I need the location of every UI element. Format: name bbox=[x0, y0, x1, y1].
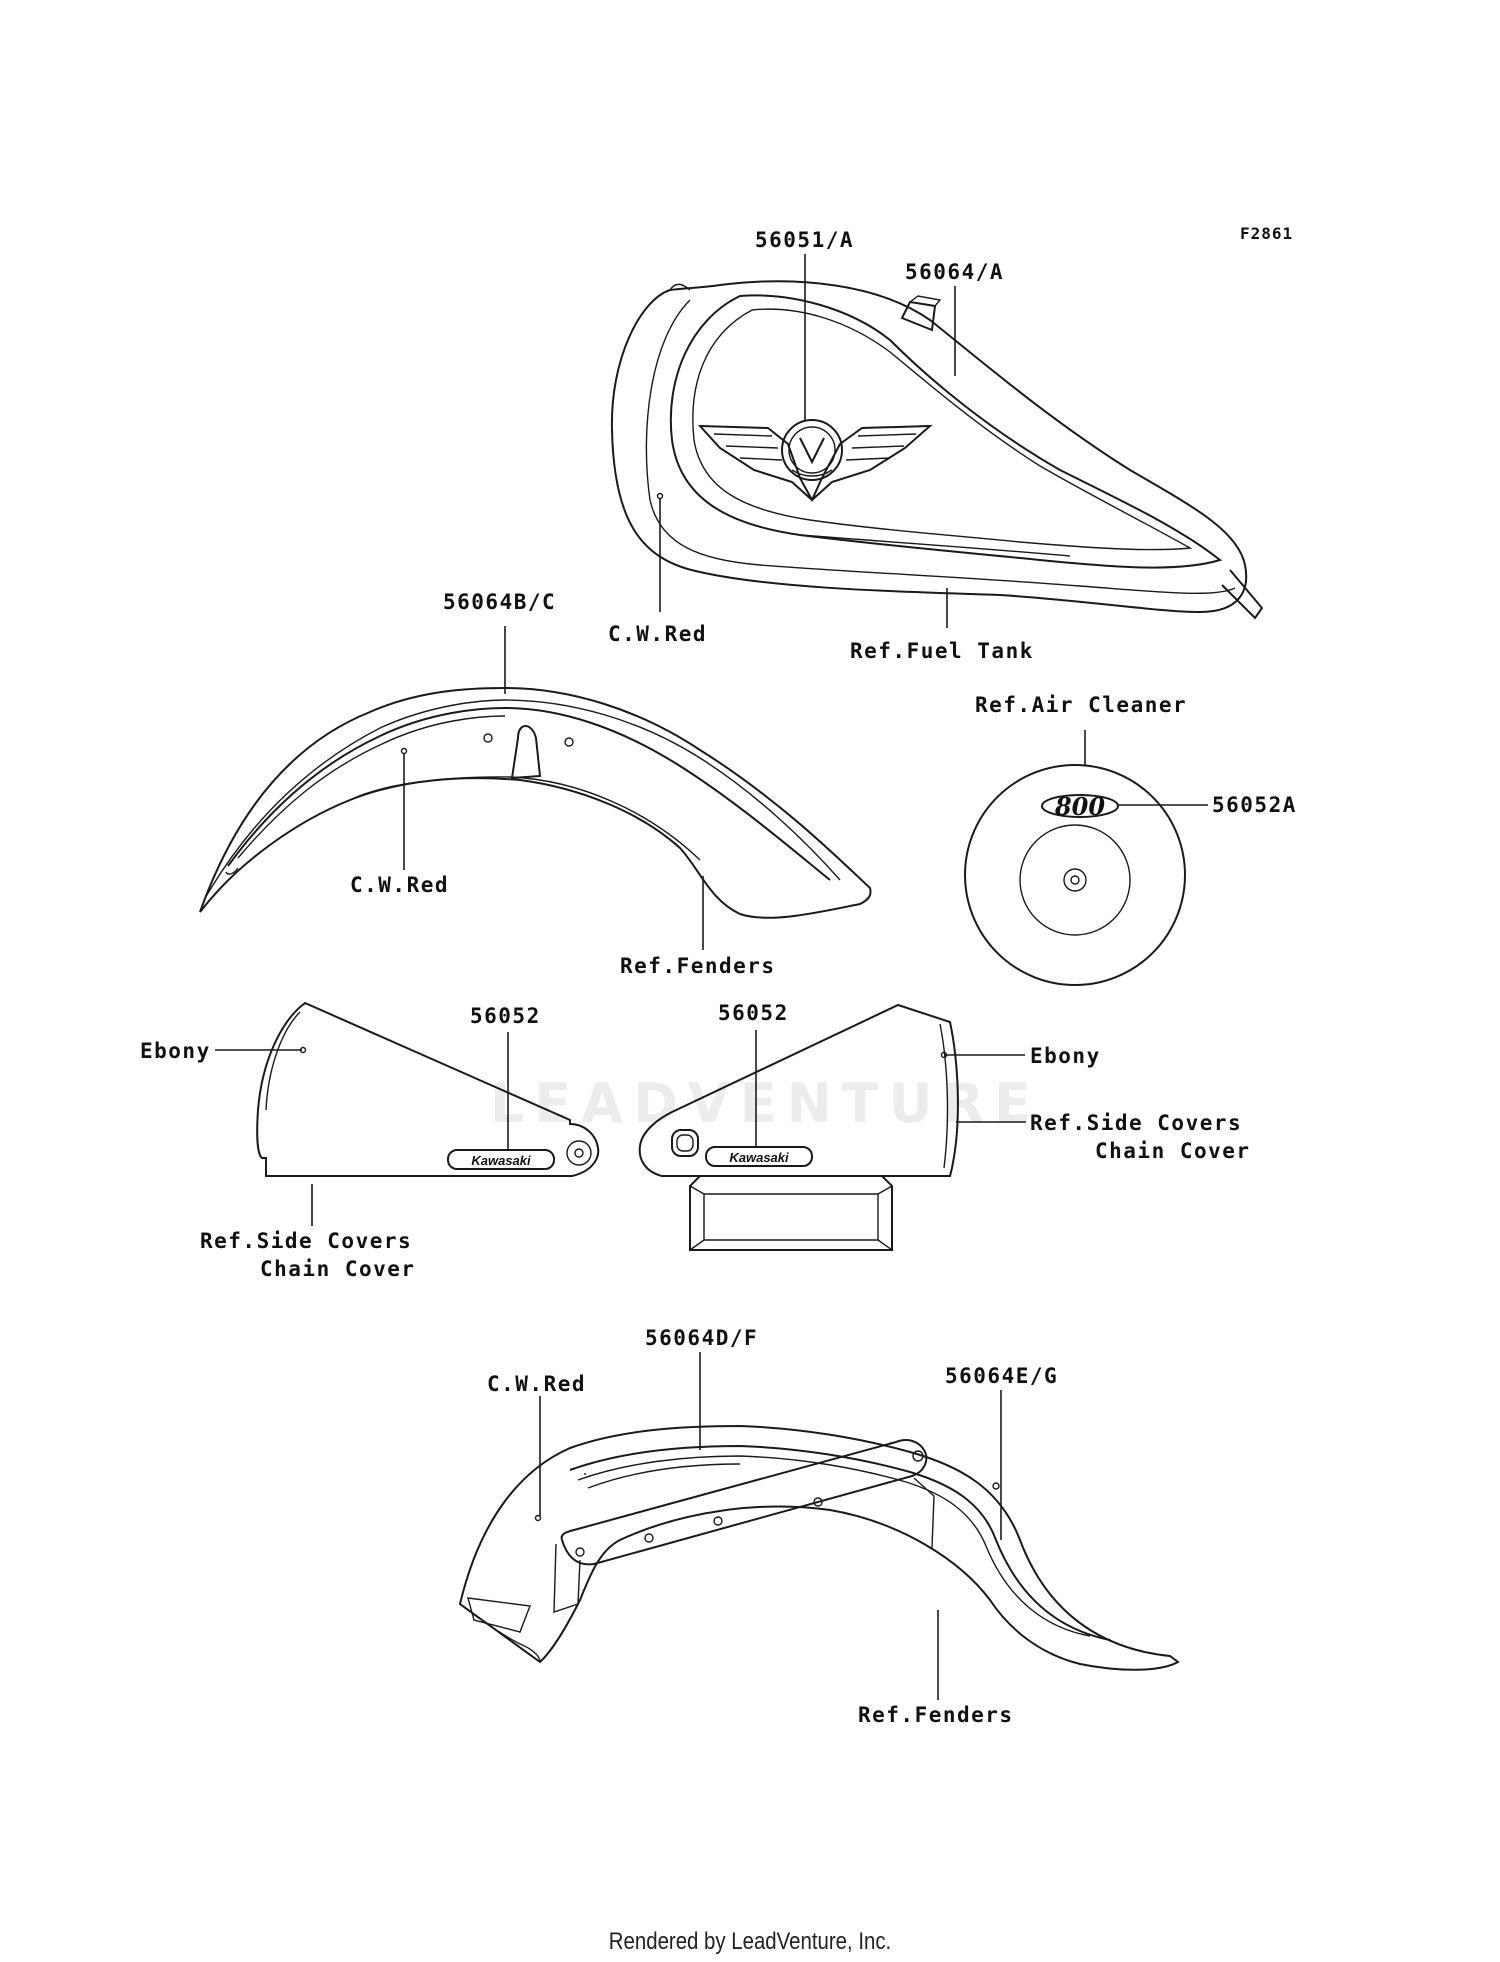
callout-ref-rear-fenders: Ref.Fenders bbox=[858, 1703, 1014, 1727]
callout-ref-fuel-tank: Ref.Fuel Tank bbox=[850, 639, 1034, 663]
watermark: LEADVENTURE bbox=[490, 1072, 1041, 1135]
right-side-cover-drawing bbox=[638, 1003, 959, 1251]
callout-rear-fender-stripe-df: 56064D/F bbox=[645, 1326, 759, 1350]
callout-tank-color: C.W.Red bbox=[608, 622, 708, 646]
callout-front-fender-color: C.W.Red bbox=[350, 873, 450, 897]
callout-ref-side-covers-right-line1: Ref.Side Covers bbox=[1030, 1111, 1243, 1135]
air-cleaner-drawing bbox=[964, 764, 1186, 986]
callout-tank-emblem: 56051/A bbox=[755, 228, 855, 252]
callout-front-fender-stripe: 56064B/C bbox=[443, 590, 557, 614]
callout-right-cover-decal: 56052 bbox=[718, 1001, 789, 1025]
callout-ref-side-covers-left-line2: Chain Cover bbox=[260, 1257, 416, 1281]
right-cover-kawasaki-decal: Kawasaki bbox=[729, 1150, 789, 1165]
callout-left-cover-color: Ebony bbox=[140, 1039, 211, 1063]
front-fender-drawing bbox=[199, 686, 872, 919]
air-cleaner-decal-text: 800 bbox=[1054, 792, 1105, 821]
fuel-tank-drawing bbox=[610, 280, 1264, 620]
callout-left-cover-decal: 56052 bbox=[470, 1004, 541, 1028]
callout-ref-side-covers-right-line2: Chain Cover bbox=[1095, 1139, 1251, 1163]
callout-ref-air-cleaner: Ref.Air Cleaner bbox=[975, 693, 1188, 717]
callout-ref-side-covers-left-line1: Ref.Side Covers bbox=[200, 1229, 413, 1253]
callout-rear-fender-stripe-eg: 56064E/G bbox=[945, 1364, 1059, 1388]
callout-rear-fender-color: C.W.Red bbox=[487, 1372, 587, 1396]
rear-fender-drawing bbox=[458, 1424, 1180, 1671]
figure-code: F2861 bbox=[1240, 224, 1294, 243]
left-side-cover-drawing bbox=[256, 1001, 600, 1177]
callout-right-cover-color: Ebony bbox=[1030, 1044, 1101, 1068]
callout-tank-stripe: 56064/A bbox=[905, 260, 1005, 284]
footer-credit: Rendered by LeadVenture, Inc. bbox=[608, 1928, 892, 1955]
callout-ref-front-fenders: Ref.Fenders bbox=[620, 954, 776, 978]
left-cover-kawasaki-decal: Kawasaki bbox=[471, 1153, 531, 1168]
callout-air-cleaner-decal: 56052A bbox=[1212, 793, 1297, 817]
